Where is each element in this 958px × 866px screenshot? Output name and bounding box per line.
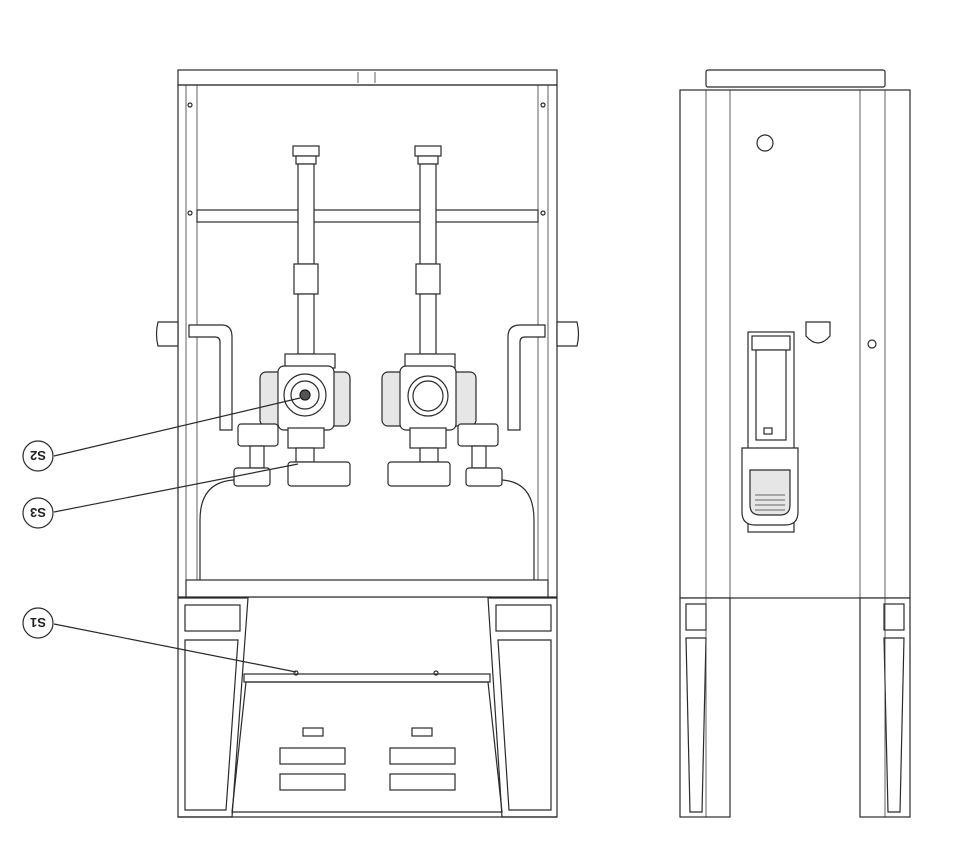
left-hose <box>199 479 235 580</box>
left-elbow-pipe <box>188 324 233 431</box>
front-lower-cabinet <box>177 597 558 818</box>
front-view <box>155 69 580 818</box>
side-lower-cabinet <box>679 597 911 818</box>
callout-s1: S1 <box>22 607 297 673</box>
callout-s2-label: S2 <box>30 448 46 463</box>
callout-s2: S2 <box>22 397 301 472</box>
left-pipe-column <box>292 145 320 355</box>
side-nozzle-holder <box>741 331 799 533</box>
callout-s3: S3 <box>22 463 299 529</box>
front-frame <box>177 84 558 598</box>
right-pipe-column <box>414 145 442 355</box>
side-port-hole <box>756 134 774 152</box>
left-meter-unit <box>233 353 351 487</box>
side-view <box>679 69 911 818</box>
side-top-cap <box>705 69 886 88</box>
right-meter-unit <box>381 353 503 487</box>
callout-s1-label: S1 <box>30 615 46 630</box>
side-handle-hook <box>805 321 831 344</box>
front-top-cap <box>177 69 558 86</box>
side-frame <box>679 89 911 599</box>
right-nozzle-hook <box>556 321 580 347</box>
front-crossbar <box>196 209 539 223</box>
right-elbow-pipe <box>507 324 546 431</box>
right-hose <box>501 479 535 580</box>
front-shelf <box>185 579 549 598</box>
left-nozzle-hook <box>155 321 179 347</box>
callout-s3-label: S3 <box>30 505 46 520</box>
